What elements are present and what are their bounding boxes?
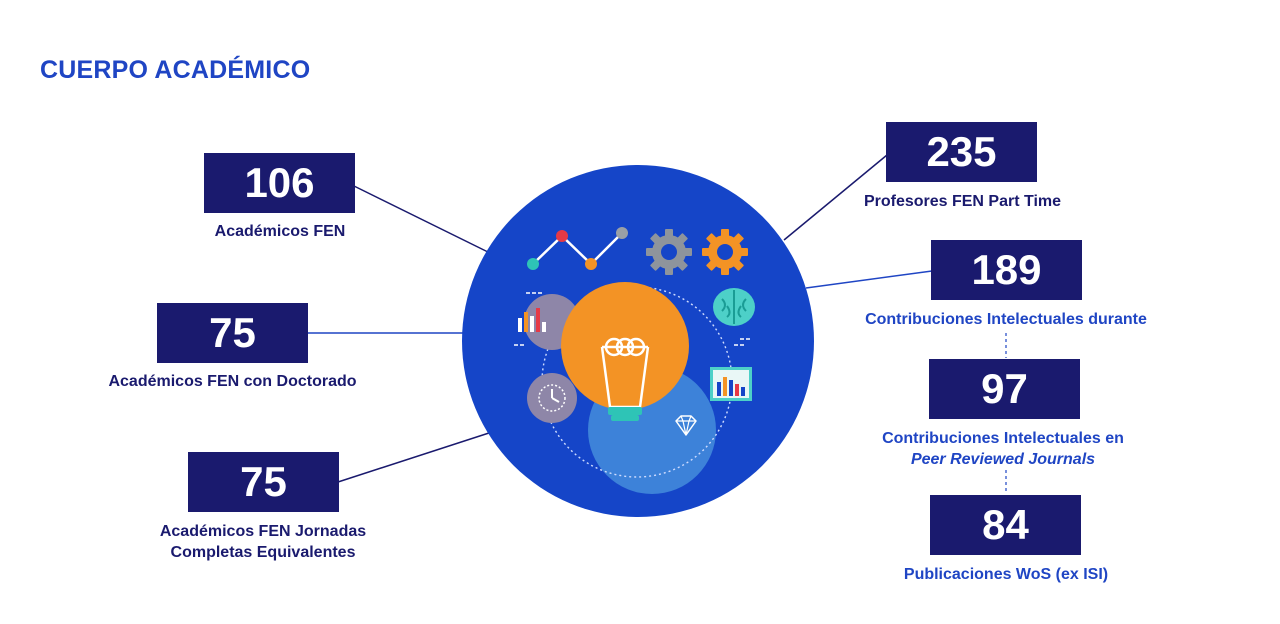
clock-icon <box>527 373 577 423</box>
stat-label-jornadas: Académicos FEN Jornadas Completas Equiva… <box>130 521 396 563</box>
connector-line <box>353 185 493 255</box>
stat-label-doctorado: Académicos FEN con Doctorado <box>108 373 357 390</box>
stat-label-part-time: Profesores FEN Part Time <box>863 193 1062 210</box>
stat-box-jornadas: 75 <box>188 452 339 512</box>
hub-illustration <box>462 165 814 517</box>
stat-box-peer-reviewed: 97 <box>929 359 1080 419</box>
stat-label-wos: Publicaciones WoS (ex ISI) <box>903 566 1109 583</box>
stat-box-part-time: 235 <box>886 122 1037 182</box>
brain-icon <box>713 288 755 326</box>
stat-label-peer-reviewed: Contribuciones Intelectuales en Peer Rev… <box>850 428 1156 470</box>
lightbulb-icon <box>561 282 689 421</box>
connector-line <box>337 431 493 483</box>
stat-label-line: Completas Equivalentes <box>170 544 356 561</box>
diamond-icon <box>675 415 697 436</box>
orange-gear-icon <box>702 229 748 275</box>
page-title: CUERPO ACADÉMICO <box>40 56 311 84</box>
stat-label-line: Académicos FEN Jornadas <box>159 523 367 540</box>
stat-label-contribuciones: Contribuciones Intelectuales durante <box>865 311 1147 328</box>
stat-box-doctorado: 75 <box>157 303 308 363</box>
connector-line <box>783 154 888 241</box>
stat-box-academicos: 106 <box>204 153 355 213</box>
gear-icon <box>646 229 692 275</box>
line-chart-icon <box>527 227 628 270</box>
stat-box-contribuciones: 189 <box>931 240 1082 300</box>
connector-line <box>805 270 933 289</box>
chart-card-icon <box>710 338 752 401</box>
stat-box-wos: 84 <box>930 495 1081 555</box>
stat-label-academicos: Académicos FEN <box>214 223 346 240</box>
stat-label-journals: Peer Reviewed Journals <box>910 451 1096 468</box>
stat-label-line: Contribuciones Intelectuales en <box>882 430 1124 447</box>
